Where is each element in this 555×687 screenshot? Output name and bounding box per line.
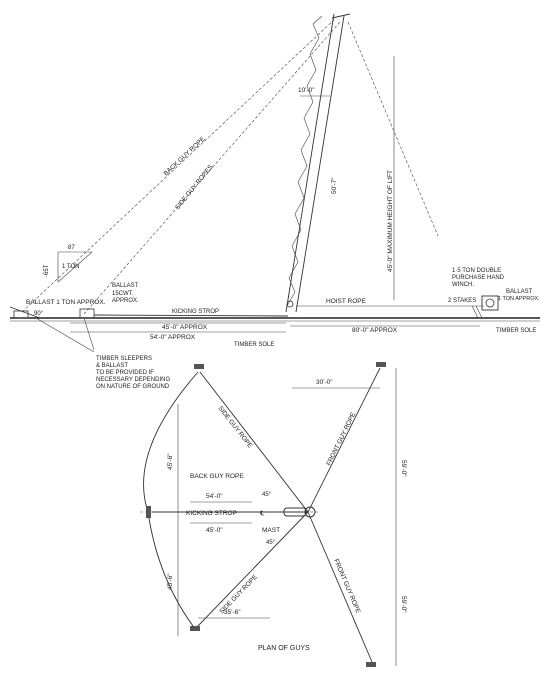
plan-front-guy-rope-bottom xyxy=(307,511,373,663)
guy-anchor-arc xyxy=(143,371,199,631)
dim-45-6-bottom-label: 45'-6" xyxy=(167,573,174,590)
back-guy-rope-label: BACK GUY ROPE xyxy=(163,135,208,177)
mast-length-label: 50'-7" xyxy=(331,177,338,194)
mast-bracing xyxy=(286,15,323,307)
plan-mast-jib xyxy=(283,507,307,517)
anchor-bottom-right xyxy=(366,662,376,667)
ballast-mid-label-1: BALLAST xyxy=(112,283,139,289)
anchor-back xyxy=(146,506,151,518)
plan-front-guy-rope-top xyxy=(307,367,381,513)
winch-label-1: 1·5 TON DOUBLE xyxy=(452,268,501,274)
anchor-top-left xyxy=(194,364,204,369)
mast-chord-left xyxy=(285,13,335,313)
dim-45-6-top-label: 45'-6" xyxy=(167,453,174,470)
mast-lattice xyxy=(285,13,351,313)
angle-45a-label: 45° xyxy=(262,492,272,498)
dim-45-label: 45'-0" xyxy=(206,527,223,534)
side-guy-ropes-label: SIDE GUY ROPES xyxy=(174,163,215,211)
left-anchor-stake xyxy=(9,306,41,319)
centre-mark-label: ℄ xyxy=(259,510,265,517)
plan-side-guy-rope-bottom xyxy=(195,511,309,629)
timber-sleepers-label-3: TO BE PROVIDED IF xyxy=(96,370,154,376)
front-guy-rope-top-label: FRONT GUY ROPE xyxy=(326,411,358,467)
front-guy-rope-line xyxy=(347,21,439,237)
two-stakes-label: 2 STAKES xyxy=(448,298,476,304)
hoist-rope-label: HOIST ROPE xyxy=(326,298,367,305)
dim-54-label: 54'-0" APPROX xyxy=(150,334,196,341)
dim-59-top-label: 59'-0" xyxy=(400,460,407,477)
max-lift-label: 45'-0" MAXIMUM HEIGHT OF LIFT xyxy=(387,170,394,272)
middle-ballast-block xyxy=(79,308,95,319)
ratio-hypotenuse xyxy=(57,251,93,283)
front-guy-rope-bottom-label: FRONT GUY ROPE xyxy=(332,558,361,615)
mast-label: MAST xyxy=(262,527,280,534)
dim-45-label: 45'-0" APPROX xyxy=(162,324,208,331)
timber-sole-right-label: TIMBER SOLE xyxy=(496,328,536,334)
back-guy-rope-line xyxy=(21,17,337,313)
winch-drum xyxy=(485,298,495,308)
kicking-strop-line xyxy=(93,314,289,317)
mast-chord-right xyxy=(295,15,345,313)
ballast-right-label-1: BALLAST xyxy=(506,289,533,295)
ratio-h-label: ·87 xyxy=(66,245,75,251)
kicking-strop-label: KICKING STROP xyxy=(172,309,219,315)
dim-80-label: 80'-0" APPROX xyxy=(352,327,398,334)
dim-35-6-label: 35'-6" xyxy=(224,609,241,616)
plan-side-guy-rope-top xyxy=(199,371,309,513)
plan-view: 30'-0" FRONT GUY ROPE 59'-0" SIDE GUY RO… xyxy=(140,362,407,667)
dim-54-label: 54'-0" xyxy=(206,493,223,500)
winch-stake-2 xyxy=(471,305,479,319)
back-guy-rope-label: BACK GUY ROPE xyxy=(190,473,244,480)
anchor-top-right xyxy=(376,362,386,367)
hand-winch xyxy=(481,295,499,311)
ratio-ton-label: 1 TON xyxy=(62,264,79,270)
plan-caption: PLAN OF GUYS xyxy=(258,645,310,652)
winch-label-2: PURCHASE HAND xyxy=(452,275,505,281)
timber-sleepers-label-4: NECESSARY DEPENDING xyxy=(96,377,170,383)
mast-head xyxy=(331,13,351,19)
dim-59-bottom-label: 59'-0" xyxy=(400,596,407,613)
winch-label-3: WINCH. xyxy=(452,282,474,288)
angle-90-label: 90° xyxy=(34,311,44,317)
ballast-right-label-2: 1 TON APPROX. xyxy=(498,296,540,302)
sleepers-leader-1 xyxy=(35,317,95,353)
ballast-left-label: BALLAST 1 TON APPROX. xyxy=(26,299,106,306)
dim-10-label: 10'-0" xyxy=(298,87,315,94)
timber-sleepers-label-5: ON NATURE OF GROUND xyxy=(96,384,170,390)
angle-45b-label: 45° xyxy=(266,540,276,546)
ballast-mid-label-3: APPROX. xyxy=(112,298,139,304)
ballast-mid-label-2: 15CWT. xyxy=(112,291,134,297)
plan-mast-pivot xyxy=(304,506,316,518)
elevation-view: BACK GUY ROPE SIDE GUY ROPES ·87 ·65T 1 … xyxy=(9,13,540,390)
sleepers-leader-2 xyxy=(83,317,95,351)
left-ballast-block xyxy=(13,310,29,319)
side-guy-rope-top-label: SIDE GUY ROPE xyxy=(216,405,253,450)
timber-sole-mid-label: TIMBER SOLE xyxy=(234,342,274,348)
timber-sleepers-label-1: TIMBER SLEEPERS xyxy=(96,356,152,362)
dim-30-label: 30'-0" xyxy=(316,379,333,386)
anchor-bottom-left xyxy=(190,626,200,631)
timber-sleepers-label-2: & BALLAST xyxy=(96,363,128,369)
winch-stake-1 xyxy=(475,305,483,319)
ratio-v-label: ·65T xyxy=(44,264,50,277)
mast-foot-sheave xyxy=(286,300,294,308)
kicking-strop-label: KICKING STROP xyxy=(186,510,237,517)
